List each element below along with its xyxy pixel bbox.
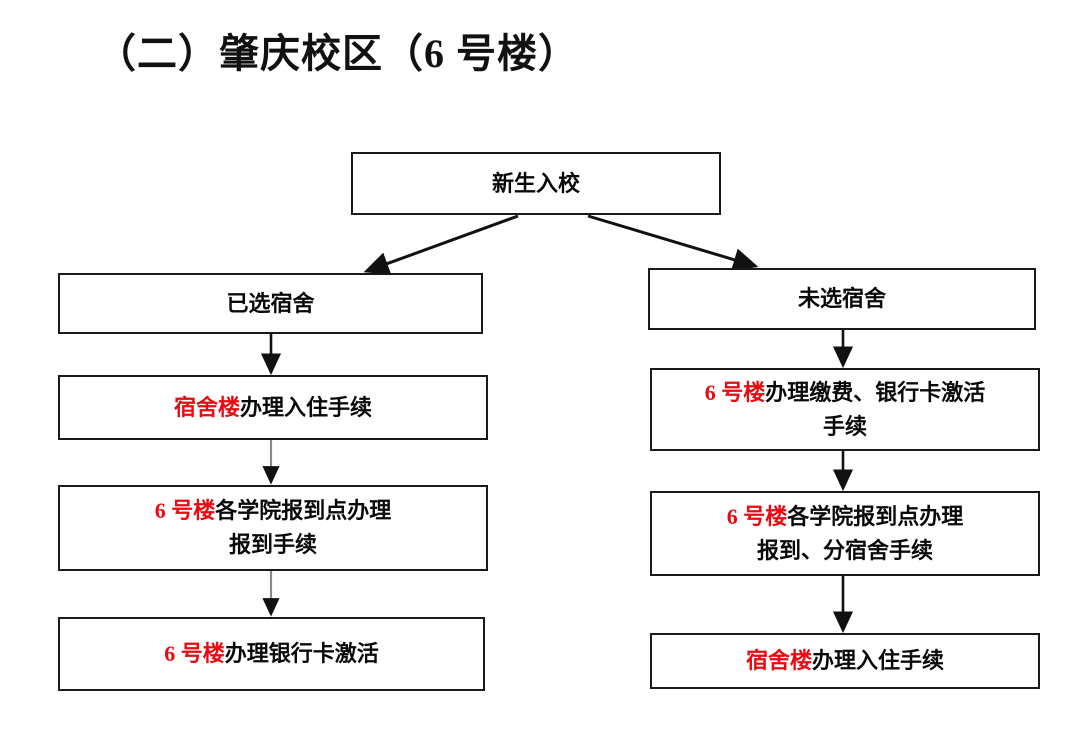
flow-node-left-step-1[interactable]: 宿舍楼办理入住手续	[58, 375, 488, 440]
flow-node-right-step-3-label: 宿舍楼办理入住手续	[745, 648, 945, 673]
flow-node-right-condition[interactable]: 未选宿舍	[648, 268, 1036, 330]
edge-start-to-right	[587, 214, 759, 272]
flow-node-left-step-2-label: 6 号楼各学院报到点办理报到手续	[154, 498, 392, 557]
flow-node-left-step-1-label: 宿舍楼办理入住手续	[173, 394, 373, 420]
flow-node-right-step-2-label: 6 号楼各学院报到点办理报到、分宿舍手续	[726, 503, 964, 563]
flow-node-right-step-2[interactable]: 6 号楼各学院报到点办理报到、分宿舍手续	[650, 491, 1040, 576]
flow-node-start-label: 新生入校	[491, 170, 580, 196]
flow-node-left-condition[interactable]: 已选宿舍	[58, 273, 483, 334]
page-title: （二）肇庆校区（6 号楼）	[96, 31, 579, 76]
flow-node-right-condition-label: 未选宿舍	[797, 286, 886, 311]
flow-node-left-step-3[interactable]: 6 号楼办理银行卡激活	[58, 617, 485, 691]
flow-node-left-step-3-label: 6 号楼办理银行卡激活	[164, 641, 379, 666]
flow-node-right-step-1[interactable]: 6 号楼办理缴费、银行卡激活手续	[650, 368, 1040, 451]
flow-node-start[interactable]: 新生入校	[351, 152, 721, 215]
flow-node-left-step-2[interactable]: 6 号楼各学院报到点办理报到手续	[58, 485, 488, 571]
edge-start-to-left	[363, 214, 519, 275]
flow-node-right-step-1-label: 6 号楼办理缴费、银行卡激活手续	[704, 379, 986, 439]
flow-node-left-condition-label: 已选宿舍	[226, 290, 315, 316]
flow-node-right-step-3[interactable]: 宿舍楼办理入住手续	[650, 633, 1040, 689]
